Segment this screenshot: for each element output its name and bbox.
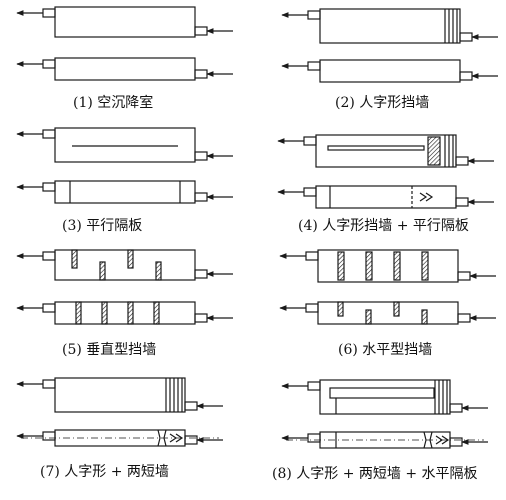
chamber-body — [54, 6, 196, 38]
horizontal-baffle — [421, 309, 428, 325]
inlet-stub — [194, 313, 208, 323]
chamber-body — [54, 301, 196, 325]
inlet-stub — [194, 192, 208, 202]
vertical-baffle — [155, 261, 162, 281]
parallel-plate — [327, 145, 425, 151]
chamber-body — [315, 134, 457, 168]
vertical-baffle — [75, 301, 82, 325]
inlet-stub — [449, 437, 463, 447]
caption-parallel-plates: (3) 平行隔板 — [62, 218, 143, 234]
outlet-stub — [42, 379, 56, 389]
horizontal-baffle — [393, 251, 401, 281]
outlet-stub — [42, 59, 56, 69]
outlet-stub — [307, 61, 321, 71]
horizontal-plate — [329, 387, 435, 399]
chamber-body — [54, 249, 196, 281]
outlet-stub — [303, 187, 317, 197]
horizontal-baffle — [393, 301, 400, 317]
caption-vertical-baffles: (5) 垂直型挡墙 — [62, 342, 157, 358]
vertical-baffle — [127, 249, 134, 269]
inlet-stub — [455, 197, 469, 207]
chevron-baffle — [419, 192, 434, 202]
inlet-stub — [457, 271, 471, 281]
outlet-stub — [42, 182, 56, 192]
caption-herringbone-plus-parallel: (4) 人字形挡墙 + 平行隔板 — [298, 218, 469, 234]
outlet-stub — [305, 251, 319, 261]
horizontal-baffle — [337, 301, 344, 317]
inlet-stub — [194, 269, 208, 279]
caption-horizontal-baffles: (6) 水平型挡墙 — [338, 342, 433, 358]
chamber-body — [317, 301, 459, 325]
inlet-stub — [194, 151, 208, 161]
horizontal-baffle — [365, 309, 372, 325]
vertical-baffle — [99, 261, 106, 281]
horizontal-baffle — [337, 251, 345, 281]
horizontal-baffle — [365, 251, 373, 281]
vertical-baffle — [71, 249, 78, 269]
herringbone-baffle-hatched — [427, 136, 441, 166]
short-wall — [157, 429, 167, 447]
outlet-stub — [42, 8, 56, 18]
chamber-body — [319, 8, 461, 44]
chamber-body — [54, 377, 186, 413]
chamber-body — [319, 379, 451, 415]
outlet-stub — [42, 431, 56, 441]
outlet-stub — [42, 129, 56, 139]
inlet-stub — [449, 403, 463, 413]
inlet-stub — [194, 26, 208, 36]
chamber-body — [317, 249, 459, 283]
outlet-stub — [307, 10, 321, 20]
caption-herringbone-two-walls-horizontal-plate: (8) 人字形 + 两短墙 + 水平隔板 — [272, 466, 478, 482]
chamber-body — [54, 57, 196, 81]
caption-herringbone-baffle: (2) 人字形挡墙 — [335, 95, 430, 111]
inlet-stub — [455, 156, 469, 166]
vertical-baffle — [153, 301, 160, 325]
chevron-baffle — [169, 433, 184, 443]
inlet-stub — [184, 401, 198, 411]
vertical-baffle — [101, 301, 108, 325]
outlet-stub — [303, 136, 317, 146]
chamber-body — [315, 185, 457, 209]
short-wall — [423, 431, 433, 449]
outlet-stub — [305, 303, 319, 313]
vertical-baffle — [127, 301, 134, 325]
outlet-stub — [307, 433, 321, 443]
outlet-stub — [42, 251, 56, 261]
caption-herringbone-two-short-walls: (7) 人字形 + 两短墙 — [40, 464, 169, 480]
horizontal-baffle — [421, 251, 429, 281]
outlet-stub — [42, 303, 56, 313]
chamber-body — [54, 180, 196, 204]
chevron-baffle — [435, 435, 450, 445]
inlet-stub — [459, 71, 473, 81]
inlet-stub — [184, 435, 198, 445]
chamber-body — [319, 59, 461, 83]
inlet-stub — [194, 69, 208, 79]
outlet-stub — [307, 381, 321, 391]
inlet-stub — [459, 32, 473, 42]
inlet-stub — [457, 313, 471, 323]
chamber-body — [54, 127, 196, 163]
caption-empty-settling-chamber: (1) 空沉降室 — [73, 95, 154, 111]
